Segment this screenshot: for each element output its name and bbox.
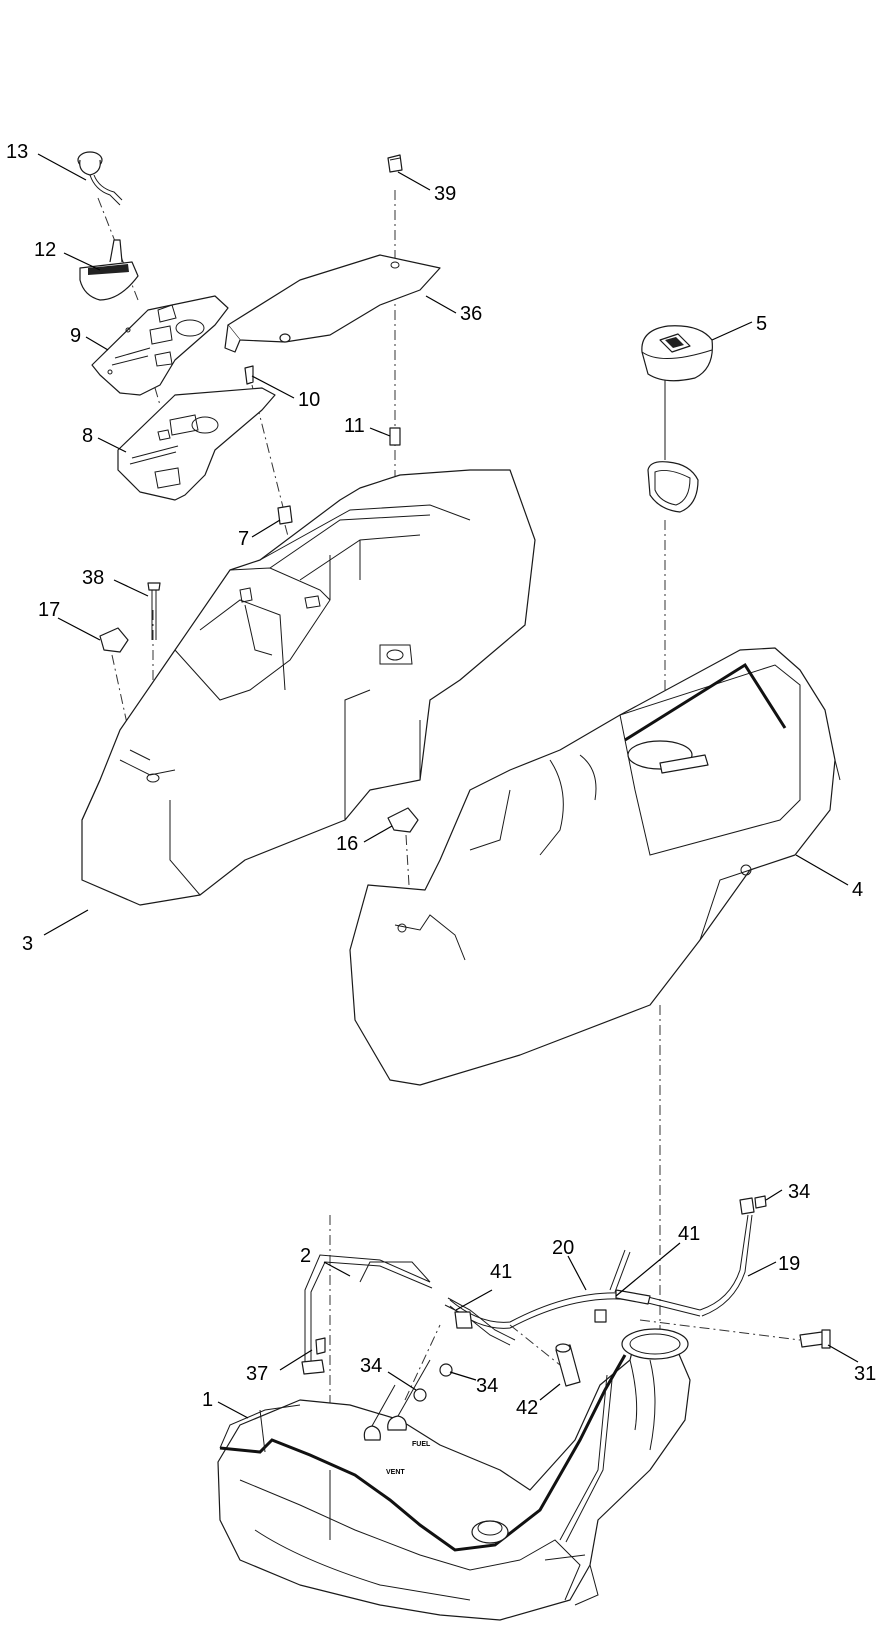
callout-42: 42 xyxy=(516,1397,538,1419)
part-13-knob xyxy=(77,151,123,206)
part-17-pad xyxy=(99,627,129,653)
callout-8: 8 xyxy=(82,425,93,447)
callout-numbers: 13 39 12 36 5 9 10 11 8 7 38 17 16 4 3 3… xyxy=(6,141,876,1419)
fasteners-small xyxy=(147,365,401,640)
callout-1: 1 xyxy=(202,1389,213,1411)
part-34-clamps xyxy=(413,1195,767,1402)
callout-4: 4 xyxy=(852,879,863,901)
callout-12: 12 xyxy=(34,239,56,261)
callout-leaders xyxy=(37,153,859,1419)
part-12-lever xyxy=(79,239,139,301)
tank-fuel-label: FUEL xyxy=(412,1441,431,1448)
part-4-body xyxy=(349,647,841,1086)
part-31-vent xyxy=(799,1329,831,1349)
part-42-tube xyxy=(555,1343,581,1387)
part-36-cover-plate xyxy=(224,254,441,353)
callout-31: 31 xyxy=(854,1363,876,1385)
callout-38: 38 xyxy=(82,567,104,589)
part-41-fittings xyxy=(444,1297,607,1346)
callout-16: 16 xyxy=(336,833,358,855)
callout-20: 20 xyxy=(552,1237,574,1259)
part-39-nut xyxy=(387,154,403,173)
part-8-plate xyxy=(117,387,276,501)
tank-vent-label: VENT xyxy=(386,1469,405,1476)
part-1-fuel-tank: FUEL VENT xyxy=(217,1328,691,1621)
part-5-fuel-cap xyxy=(641,325,713,513)
callout-41-left: 41 xyxy=(490,1261,512,1283)
callout-39: 39 xyxy=(434,183,456,205)
callout-34-right: 34 xyxy=(476,1375,498,1397)
callout-13: 13 xyxy=(6,141,28,163)
callout-7: 7 xyxy=(238,528,249,550)
callout-2: 2 xyxy=(300,1245,311,1267)
callout-11: 11 xyxy=(344,415,365,437)
callout-17: 17 xyxy=(38,599,60,621)
callout-10: 10 xyxy=(298,389,320,411)
callout-34-left: 34 xyxy=(360,1355,382,1377)
callout-19: 19 xyxy=(778,1253,800,1275)
callout-9: 9 xyxy=(70,325,81,347)
part-9-plate xyxy=(91,295,229,396)
callout-37: 37 xyxy=(246,1363,268,1385)
part-16-pad xyxy=(387,807,419,833)
callout-34-top: 34 xyxy=(788,1181,810,1203)
part-20-fuel-line xyxy=(449,1197,755,1329)
callout-5: 5 xyxy=(756,313,767,335)
callout-3: 3 xyxy=(22,933,33,955)
callout-41-right: 41 xyxy=(678,1223,700,1245)
part-3-console-housing xyxy=(81,469,536,906)
callout-36: 36 xyxy=(460,303,482,325)
